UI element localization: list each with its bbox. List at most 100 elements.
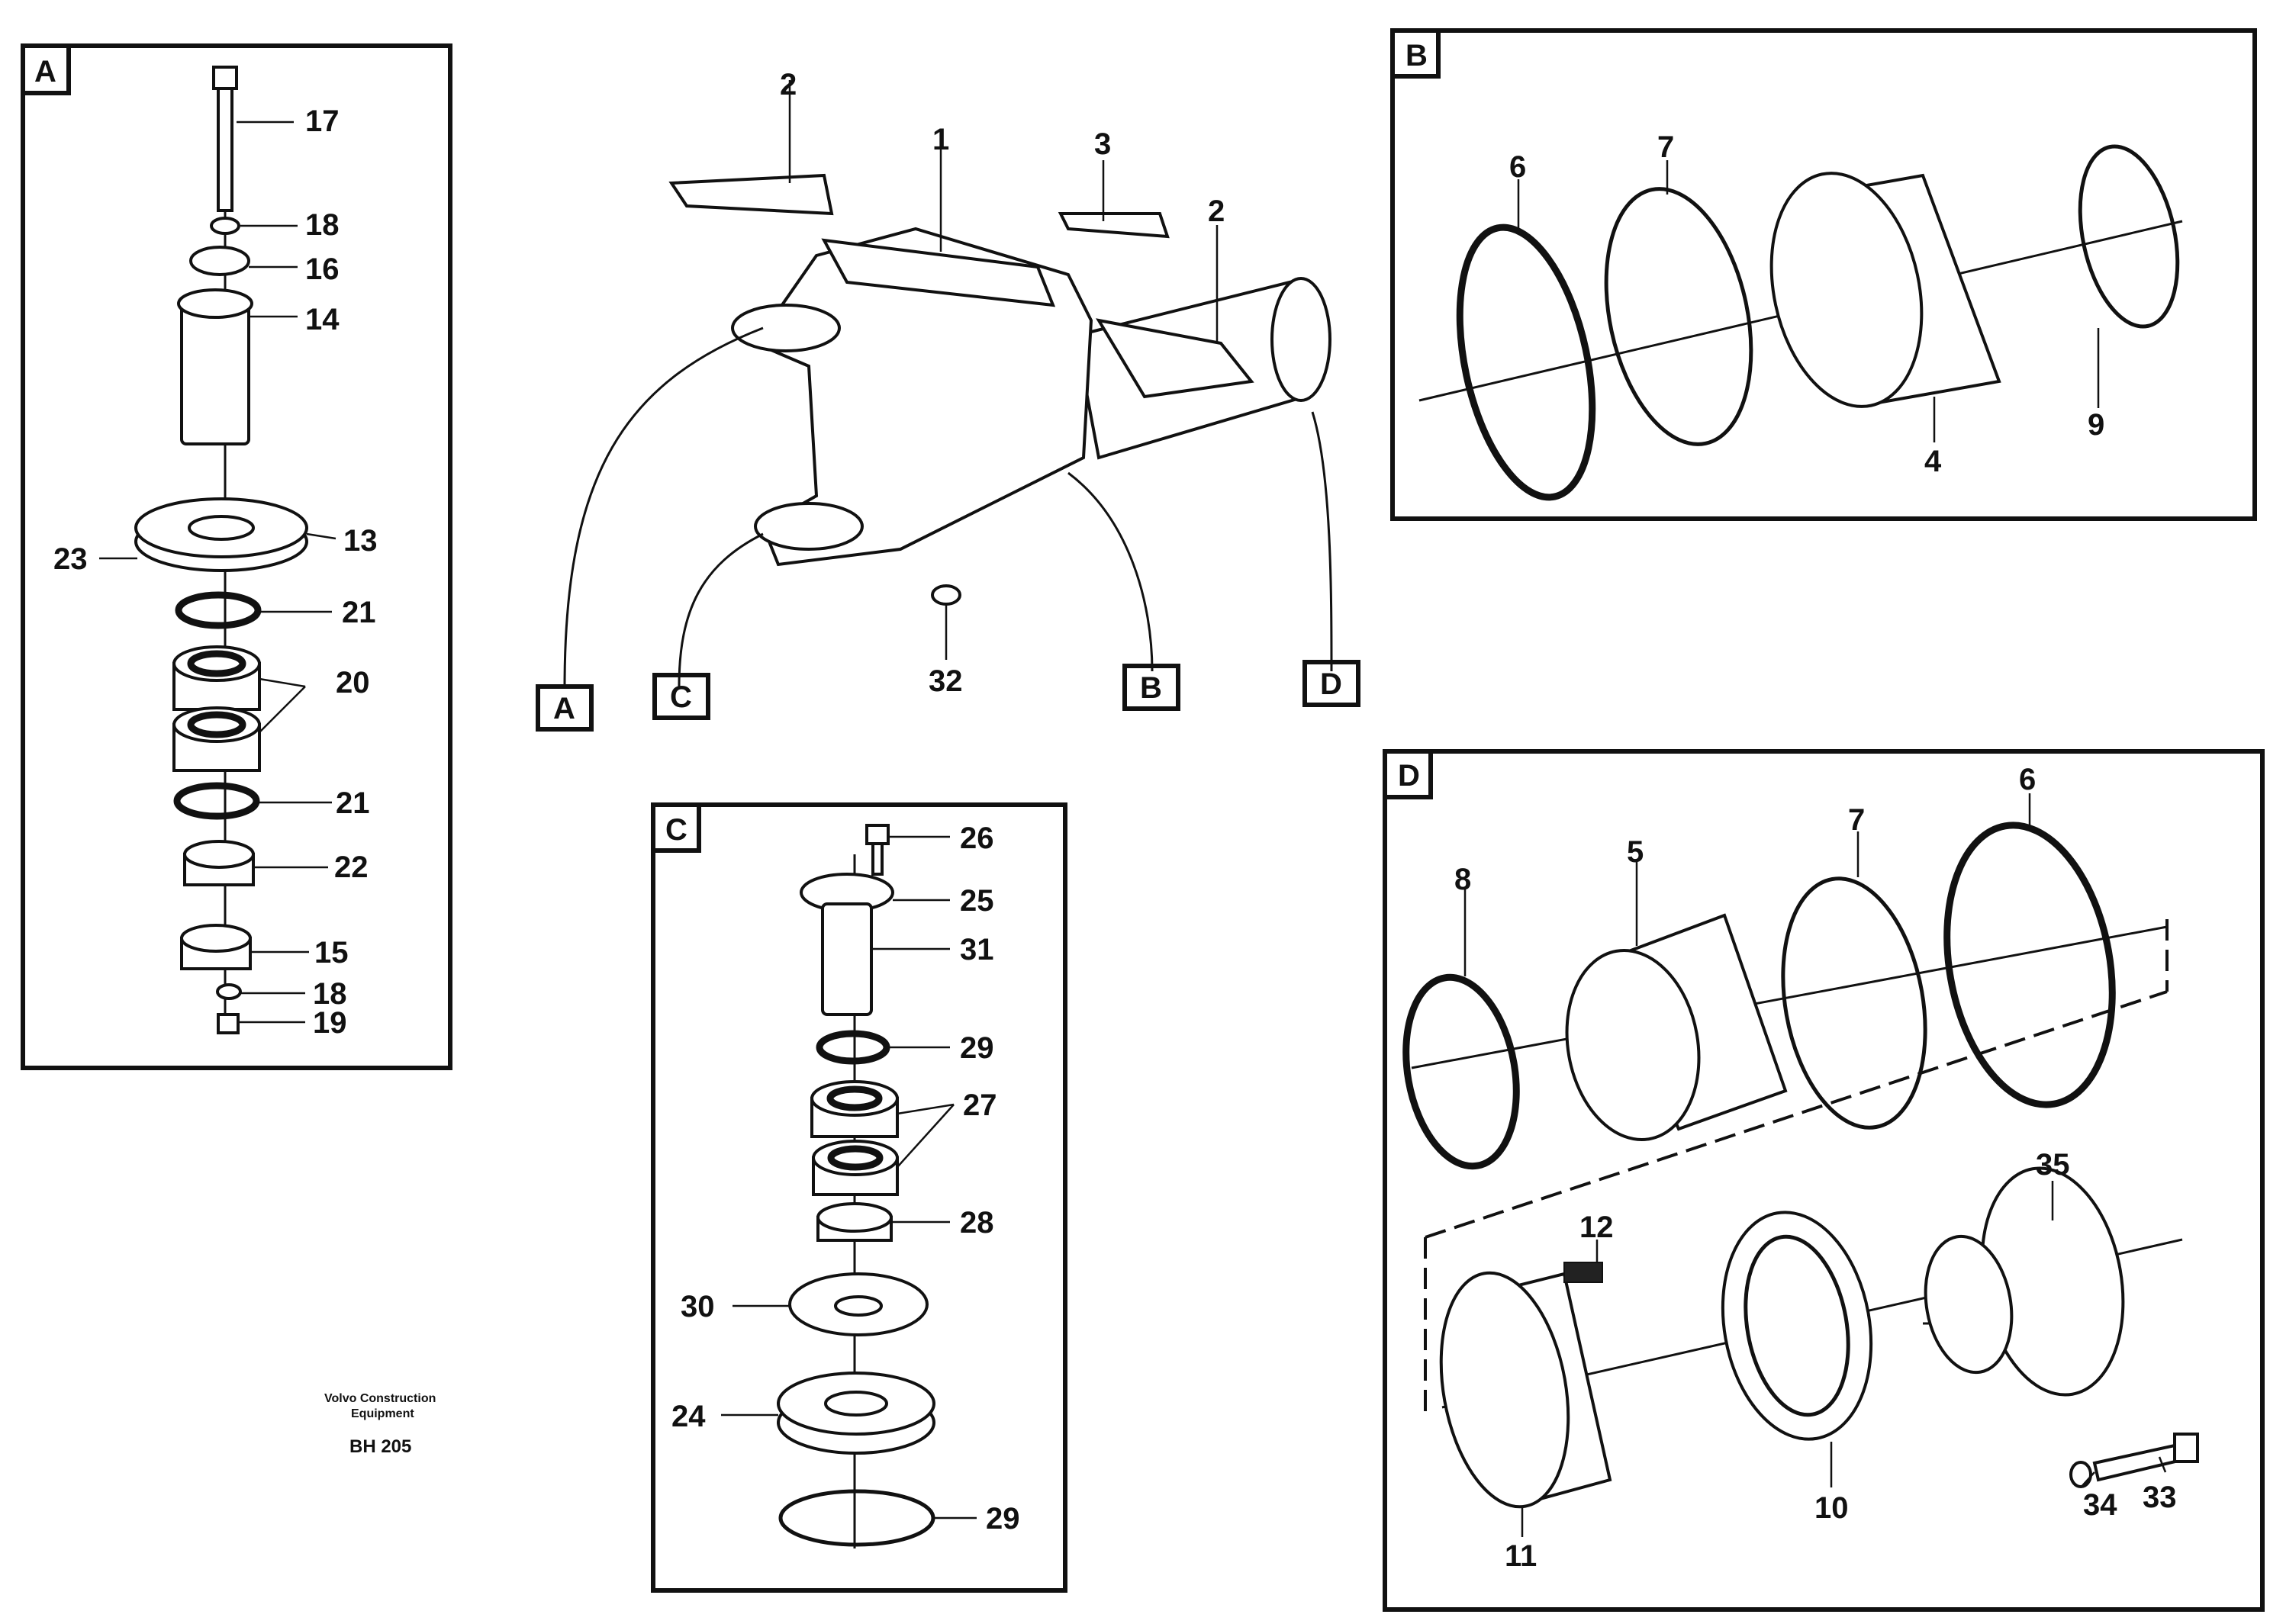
bearing-27a-inner (826, 1085, 883, 1111)
panel-c-tag-box (651, 802, 701, 853)
ring-29-bottom (778, 1489, 935, 1547)
sleeve-14-top (177, 288, 253, 319)
flange-13-hole (188, 515, 255, 541)
callout-17: 17 (305, 105, 340, 138)
callout-7: 7 (1848, 803, 1865, 837)
ring-8 (1402, 973, 1520, 1170)
washer-18-bottom (216, 983, 242, 1000)
bolt-head-17 (212, 66, 238, 90)
footer: Volvo Construction Equipment BH 205 (324, 1392, 436, 1457)
callout-32: 32 (929, 664, 963, 698)
bearing-20a-inner (187, 650, 246, 677)
panel-a: A (21, 43, 452, 1070)
panel-b-tag-box (1390, 28, 1441, 79)
plate-30-hole (834, 1295, 883, 1317)
main-assembly: 2 1 3 2 32 A C B D (536, 68, 1360, 732)
bolt-33 (2092, 1443, 2181, 1482)
callout-6: 6 (2019, 763, 2036, 796)
callout-15: 15 (314, 936, 349, 970)
callout-14: 14 (305, 303, 340, 336)
callout-2: 2 (1208, 195, 1225, 228)
part-15 (180, 924, 252, 953)
panel-a-tag: A (34, 55, 56, 88)
callout-9: 9 (2088, 408, 2104, 442)
callout-24: 24 (671, 1400, 706, 1433)
ring-29-top (816, 1030, 890, 1065)
ring-7-b (1604, 187, 1753, 446)
part-22 (183, 840, 255, 869)
dashed-link-diagonal (1425, 990, 2168, 1239)
bolt-head-33 (2173, 1433, 2199, 1463)
key-12 (1563, 1262, 1603, 1283)
ring-11 (1439, 1271, 1570, 1509)
pointer-b-box (1122, 664, 1180, 711)
callout-3: 3 (1094, 127, 1111, 161)
leader-33 (2158, 1456, 2167, 1473)
hub-35-bearing (1924, 1234, 2014, 1375)
washer-18-top (210, 217, 240, 235)
part-16 (189, 246, 250, 276)
callout-12: 12 (1579, 1211, 1614, 1244)
callout-7: 7 (1657, 130, 1674, 164)
callout-31: 31 (960, 933, 994, 966)
panel-b-frame (1390, 28, 2257, 521)
callout-18: 18 (305, 208, 340, 242)
callout-1: 1 (932, 123, 949, 156)
callout-34: 34 (2083, 1488, 2117, 1522)
ring-21-bottom (173, 782, 260, 820)
panel-d-axis-upper (1411, 925, 2168, 1069)
callout-10: 10 (1814, 1491, 1849, 1525)
lower-bore (754, 502, 864, 551)
hub-5 (1565, 949, 1701, 1141)
pin-31 (821, 902, 873, 1016)
arrow-to-a (563, 326, 764, 687)
panel-d-tag-box (1383, 749, 1433, 799)
leader-13 (306, 532, 336, 540)
arrow-to-b (1067, 471, 1154, 672)
nut-10-inner (1744, 1234, 1850, 1417)
callout-13: 13 (343, 524, 378, 558)
panel-c-frame (651, 802, 1067, 1593)
ring-28 (816, 1202, 893, 1233)
ring-21-top (175, 591, 262, 629)
callout-8: 8 (1454, 863, 1471, 896)
callout-26: 26 (960, 822, 994, 855)
pointer-c-box (652, 673, 710, 720)
callout-6: 6 (1509, 150, 1526, 184)
ring-6-b (1456, 224, 1596, 501)
knuckle-body (752, 227, 1093, 567)
pointer-a: A (553, 692, 575, 725)
callout-20: 20 (336, 666, 370, 699)
callout-2: 2 (780, 68, 797, 101)
axle-end (1270, 277, 1331, 402)
callout-11: 11 (1505, 1539, 1537, 1573)
callout-28: 28 (960, 1206, 994, 1240)
footer-code: BH 205 (349, 1436, 411, 1457)
callout-30: 30 (681, 1290, 715, 1323)
ring-6-d (1943, 822, 2116, 1108)
callout-21: 21 (336, 786, 370, 820)
pointer-d: D (1320, 667, 1342, 701)
panel-d-frame (1383, 749, 2265, 1612)
nut-19 (217, 1013, 240, 1034)
bearing-27b-inner (827, 1145, 884, 1171)
callout-5: 5 (1627, 835, 1644, 869)
bolt-head-26 (865, 824, 890, 845)
callout-29: 29 (986, 1502, 1020, 1536)
arm-plate-left (668, 173, 834, 216)
panel-c-tag: C (665, 813, 687, 847)
arrow-to-c (678, 532, 764, 687)
arm-plate-right (1095, 318, 1254, 399)
panel-b: B 6 7 4 9 (1390, 28, 2257, 521)
bolt-shank-26 (871, 842, 884, 876)
panel-a-frame (21, 43, 452, 1070)
upper-bore (731, 304, 841, 352)
leader-20b (259, 686, 306, 733)
ring-7-d (1781, 876, 1927, 1130)
sleeve-14 (180, 297, 250, 445)
leader-20a (259, 677, 306, 688)
callout-27: 27 (963, 1089, 997, 1122)
callout-4: 4 (1924, 445, 1942, 478)
nut-10 (1721, 1211, 1873, 1441)
